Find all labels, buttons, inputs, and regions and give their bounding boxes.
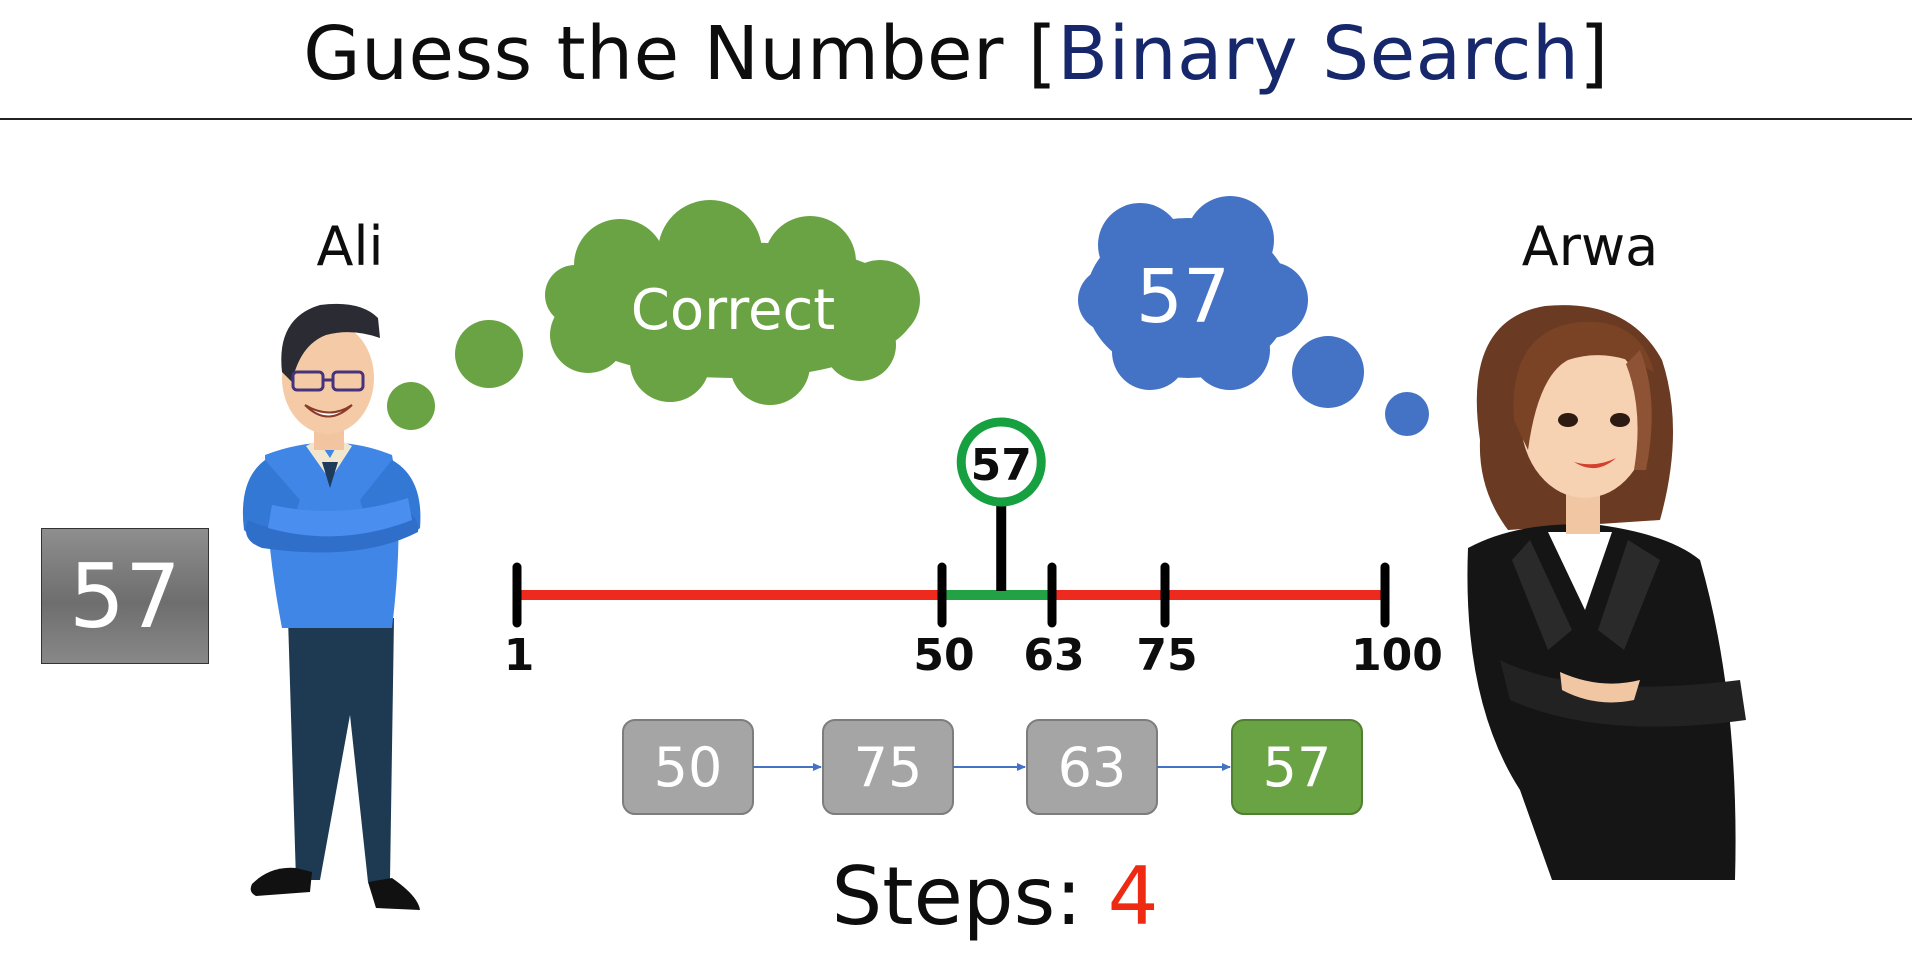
- guess-label: 57: [1263, 736, 1332, 799]
- arwa-character: [1467, 305, 1746, 880]
- guess-label: 75: [854, 736, 923, 799]
- number-line-tick-label: 63: [1023, 630, 1084, 681]
- guess-box: [1231, 719, 1363, 815]
- ali-thought-text: Correct: [631, 278, 835, 343]
- marker-ring: [956, 417, 1046, 507]
- arwa-thought-cloud: [1078, 196, 1429, 436]
- number-line-tick-label: 100: [1351, 630, 1443, 681]
- title-close: ]: [1579, 11, 1609, 97]
- guess-label: 63: [1058, 736, 1127, 799]
- ali-thought-cloud: [387, 200, 920, 430]
- number-line-tick-label: 75: [1136, 630, 1197, 681]
- secret-number-box: 57: [41, 528, 209, 664]
- number-line-tick-label: 1: [504, 630, 535, 681]
- number-line-tick-label: 50: [913, 630, 974, 681]
- steps-label: Steps:: [831, 850, 1108, 943]
- page-title: Guess the Number [Binary Search]: [0, 6, 1912, 102]
- player-name-ali: Ali: [316, 215, 384, 278]
- title-divider: [0, 118, 1912, 120]
- ali-character: [242, 303, 421, 910]
- steps-count: 4: [1107, 850, 1159, 943]
- title-accent: Binary Search: [1057, 11, 1580, 97]
- number-line: 1 50 63 75 100 57: [504, 417, 1443, 681]
- guess-sequence: 50 75 63 57: [622, 719, 1363, 815]
- player-name-arwa: Arwa: [1521, 215, 1659, 278]
- title-main: Guess the Number [: [303, 11, 1058, 97]
- steps-counter: Steps: 4: [0, 850, 1912, 943]
- marker-label: 57: [971, 440, 1032, 491]
- arwa-thought-text: 57: [1136, 254, 1230, 340]
- guess-label: 50: [654, 736, 723, 799]
